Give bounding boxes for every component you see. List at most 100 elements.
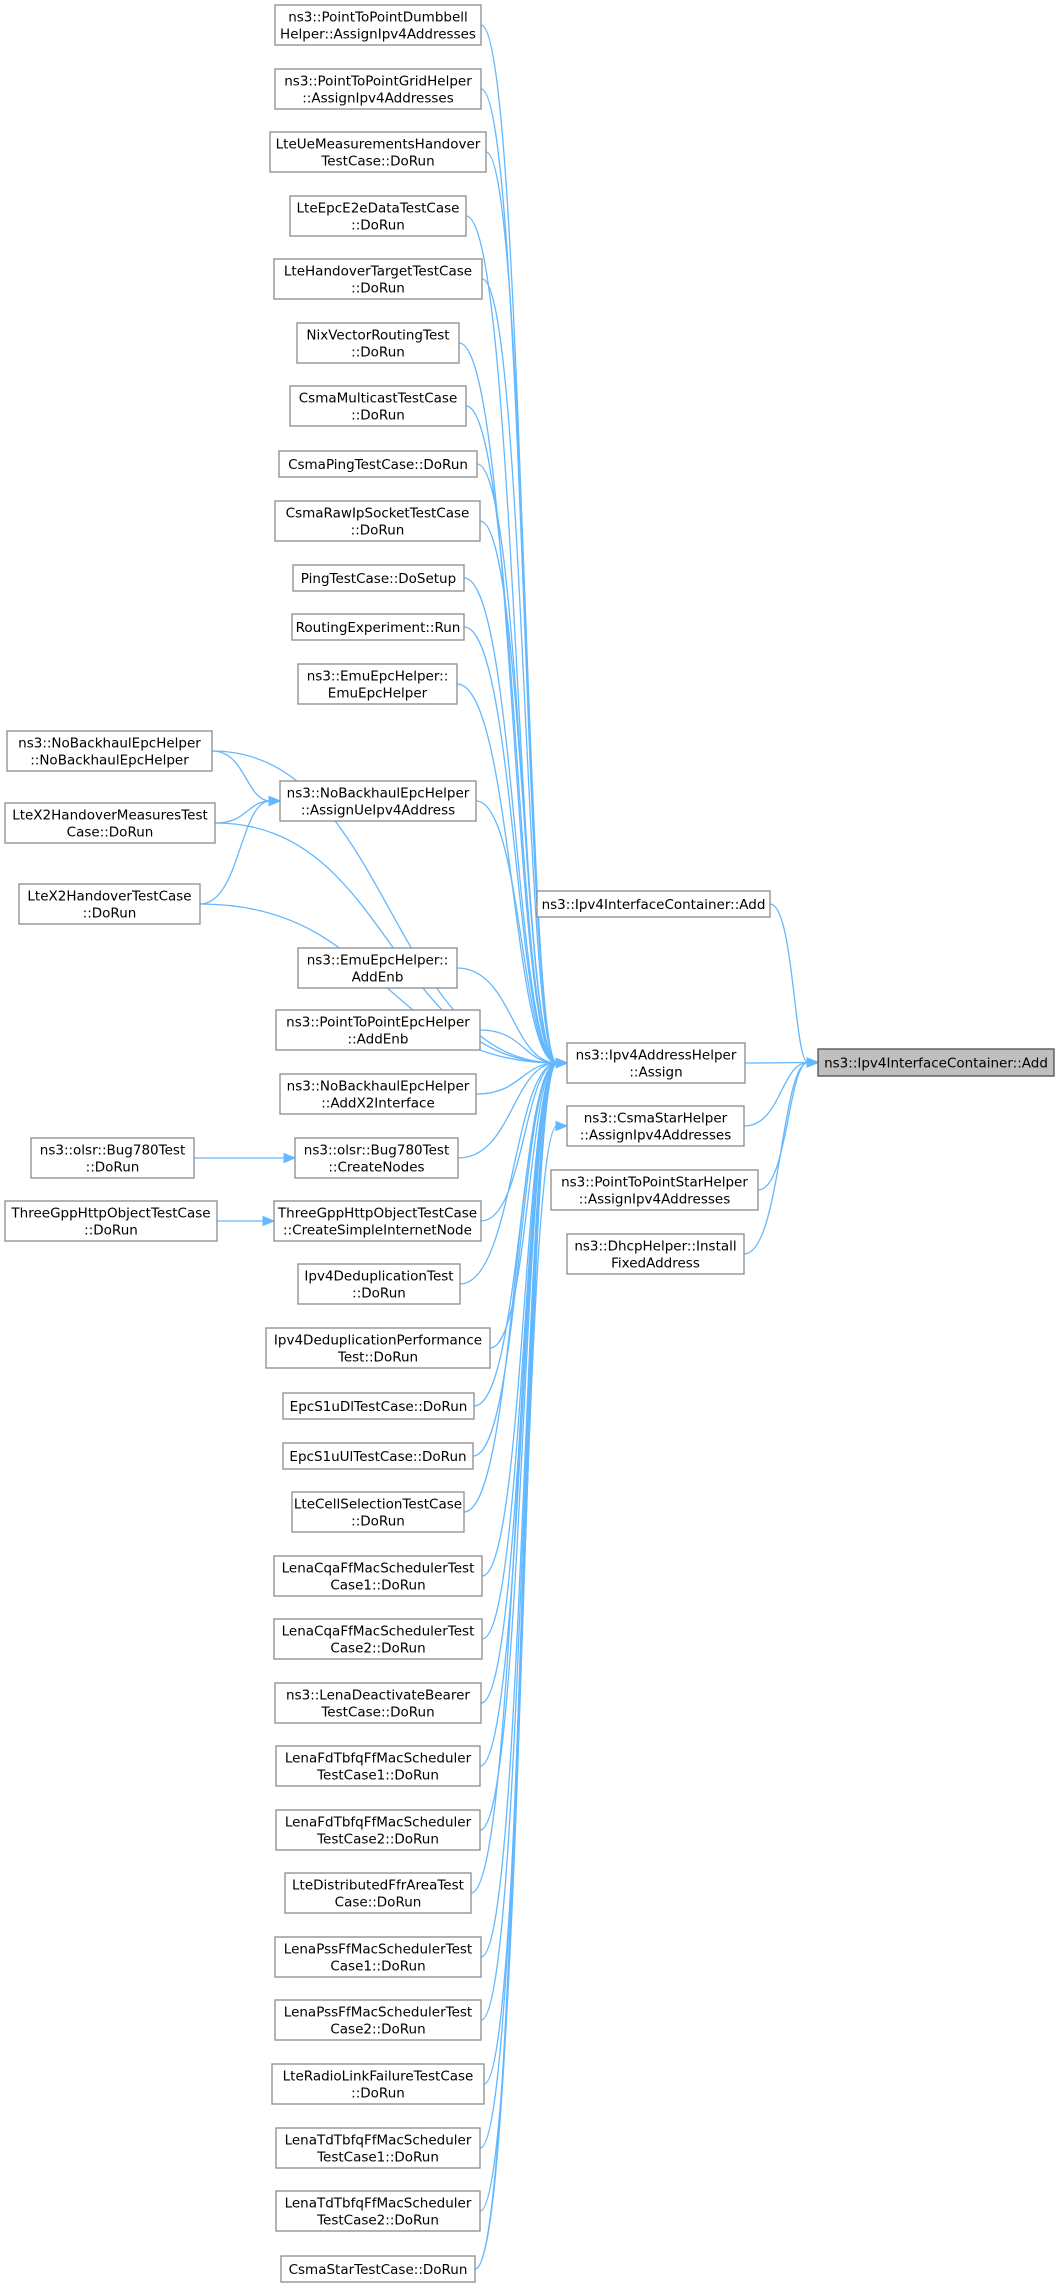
node-label: LenaPssFfMacSchedulerTest: [284, 2005, 472, 2021]
edge-routing-exp-to-ipv4-assign: [463, 626, 558, 1064]
node-lte-rlf[interactable]: LteRadioLinkFailureTestCase::DoRun: [271, 2063, 485, 2105]
node-p2p-grid[interactable]: ns3::PointToPointGridHelper::AssignIpv4A…: [274, 68, 482, 110]
node-label: ::NoBackhaulEpcHelper: [30, 753, 189, 769]
node-root[interactable]: ns3::Ipv4InterfaceContainer::Add: [817, 1048, 1055, 1077]
node-olsr-dorun[interactable]: ns3::olsr::Bug780Test::DoRun: [30, 1137, 195, 1179]
node-epc-s1u-dl[interactable]: EpcS1uDlTestCase::DoRun: [282, 1392, 475, 1420]
node-box: [279, 1073, 477, 1115]
node-routing-exp[interactable]: RoutingExperiment::Run: [291, 613, 465, 641]
node-label: ns3::EmuEpcHelper::: [307, 953, 449, 969]
node-label: ns3::NoBackhaulEpcHelper: [287, 1079, 470, 1095]
node-ipv4-dedup[interactable]: Ipv4DeduplicationTest::DoRun: [297, 1263, 461, 1305]
node-http-dorun[interactable]: ThreeGppHttpObjectTestCase::DoRun: [4, 1200, 218, 1242]
node-label: ns3::Ipv4AddressHelper: [576, 1048, 737, 1064]
edge-lena-pss2-to-ipv4-assign: [480, 1062, 558, 2021]
node-container-add[interactable]: ns3::Ipv4InterfaceContainer::Add: [536, 890, 771, 918]
node-label: ::DoRun: [351, 218, 405, 234]
node-label: ThreeGppHttpObjectTestCase: [277, 1206, 477, 1222]
node-csma-raw-ip[interactable]: CsmaRawIpSocketTestCase::DoRun: [274, 500, 481, 542]
node-label: CsmaRawIpSocketTestCase: [286, 506, 470, 522]
edge-p2p-grid-to-ipv4-assign: [480, 88, 558, 1064]
node-ping-setup[interactable]: PingTestCase::DoSetup: [292, 564, 465, 592]
node-label: ::DoRun: [351, 281, 405, 297]
node-emu-addenb[interactable]: ns3::EmuEpcHelper::AddEnb: [297, 947, 458, 989]
node-ipv4-assign[interactable]: ns3::Ipv4AddressHelper::Assign: [566, 1042, 746, 1084]
edge-container-add-to-root: [769, 903, 809, 1064]
node-nobackhaul-assign[interactable]: ns3::NoBackhaulEpcHelper::AssignUeIpv4Ad…: [279, 780, 477, 822]
node-http-create[interactable]: ThreeGppHttpObjectTestCase::CreateSimple…: [273, 1200, 482, 1242]
node-lte-cell-sel[interactable]: LteCellSelectionTestCase::DoRun: [291, 1491, 465, 1533]
node-box: [273, 1555, 483, 1597]
node-p2p-dumbbell[interactable]: ns3::PointToPointDumbbellHelper::AssignI…: [274, 4, 482, 46]
node-label: LteEpcE2eDataTestCase: [297, 201, 460, 217]
node-label: ::DoRun: [84, 1223, 138, 1239]
node-csma-ping[interactable]: CsmaPingTestCase::DoRun: [278, 450, 478, 478]
node-csma-multicast[interactable]: CsmaMulticastTestCase::DoRun: [289, 385, 467, 427]
edge-http-create-to-ipv4-assign: [480, 1062, 558, 1222]
node-label: ns3::PointToPointGridHelper: [284, 74, 472, 90]
edge-ipv4-assign-to-root: [744, 1061, 809, 1064]
node-box: [550, 1169, 759, 1211]
edge-layer: [194, 24, 820, 2270]
node-label: AddEnb: [352, 970, 404, 986]
node-box: [566, 1105, 745, 1147]
node-label: ::DoRun: [351, 1514, 405, 1530]
node-ltex2-handover[interactable]: LteX2HandoverTestCase::DoRun: [18, 883, 201, 925]
node-box: [275, 1809, 481, 1851]
node-label: NixVectorRoutingTest: [306, 328, 449, 344]
node-olsr-create[interactable]: ns3::olsr::Bug780Test::CreateNodes: [294, 1137, 459, 1179]
node-box: [566, 1042, 746, 1084]
edge-csma-star-test-to-csma-star: [474, 1125, 558, 2270]
node-csma-star[interactable]: ns3::CsmaStarHelper::AssignIpv4Addresses: [566, 1105, 745, 1147]
node-box: [273, 1200, 482, 1242]
node-lte-handover-target[interactable]: LteHandoverTargetTestCase::DoRun: [273, 258, 483, 300]
node-box: [291, 1491, 465, 1533]
node-box: [269, 131, 487, 173]
node-p2p-epc-addenb[interactable]: ns3::PointToPointEpcHelper::AddEnb: [275, 1009, 481, 1051]
node-label: ::AddX2Interface: [321, 1096, 435, 1112]
node-label: Case1::DoRun: [330, 1578, 425, 1594]
node-label: LteX2HandoverMeasuresTest: [12, 808, 208, 824]
node-lte-epc-e2e[interactable]: LteEpcE2eDataTestCase::DoRun: [289, 195, 467, 237]
node-label: ::CreateNodes: [328, 1160, 424, 1176]
node-nix-vector[interactable]: NixVectorRoutingTest::DoRun: [296, 322, 460, 364]
node-label: ::CreateSimpleInternetNode: [283, 1223, 472, 1239]
node-emu-epc-helper[interactable]: ns3::EmuEpcHelper::EmuEpcHelper: [297, 663, 458, 705]
node-box: [279, 780, 477, 822]
node-label: CsmaPingTestCase::DoRun: [288, 457, 468, 473]
node-label: ::AssignIpv4Addresses: [302, 91, 454, 107]
node-label: ns3::olsr::Bug780Test: [40, 1143, 185, 1159]
node-label: Ipv4DeduplicationPerformance: [274, 1333, 482, 1349]
edge-arrowhead: [555, 1120, 569, 1132]
node-label: ns3::EmuEpcHelper::: [307, 669, 449, 685]
node-p2p-star[interactable]: ns3::PointToPointStarHelper::AssignIpv4A…: [550, 1169, 759, 1211]
node-label: LteUeMeasurementsHandover: [276, 137, 481, 153]
node-nobackhaul-ctor[interactable]: ns3::NoBackhaulEpcHelper::NoBackhaulEpcH…: [6, 730, 213, 772]
node-label: ::AssignIpv4Addresses: [579, 1192, 731, 1208]
node-label: ::DoRun: [86, 1160, 140, 1176]
node-label: ns3::LenaDeactivateBearer: [286, 1688, 470, 1704]
node-csma-star-test[interactable]: CsmaStarTestCase::DoRun: [280, 2255, 476, 2283]
node-box: [275, 2127, 481, 2169]
node-label: ::DoRun: [351, 408, 405, 424]
node-epc-s1u-ul[interactable]: EpcS1uUlTestCase::DoRun: [282, 1442, 474, 1470]
node-box: [280, 2255, 476, 2283]
node-label: ns3::NoBackhaulEpcHelper: [287, 786, 470, 802]
node-box: [275, 1009, 481, 1051]
node-nobackhaul-x2[interactable]: ns3::NoBackhaulEpcHelper::AddX2Interface: [279, 1073, 477, 1115]
node-label: LenaCqaFfMacSchedulerTest: [282, 1561, 475, 1577]
